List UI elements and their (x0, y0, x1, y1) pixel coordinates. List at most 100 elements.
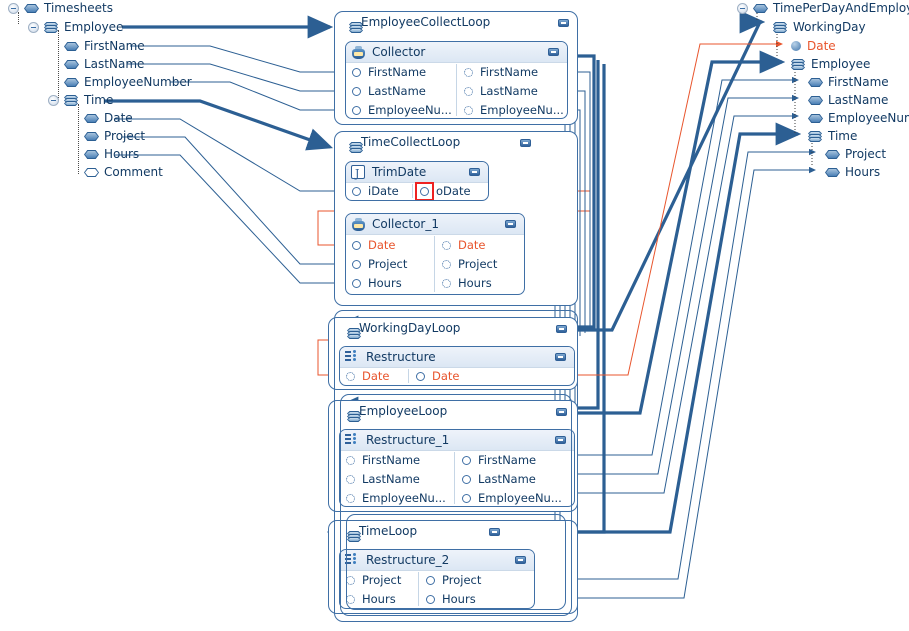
input-port-icon[interactable] (346, 456, 355, 465)
node-trim-date[interactable]: TrimDate iDate oDate (345, 161, 489, 201)
node-header[interactable]: Restructure_1 (340, 430, 574, 451)
collector-icon (351, 45, 366, 60)
collapse-button[interactable] (469, 168, 480, 176)
output-port-icon[interactable] (420, 187, 429, 196)
repeating-element-icon (44, 22, 60, 33)
loop-employee-collect-loop[interactable]: EmployeeCollectLoop Collector FirstName … (334, 11, 578, 125)
port-label: EmployeeNu... (478, 491, 562, 505)
input-port-icon[interactable] (352, 187, 361, 196)
input-ports: FirstName LastName EmployeeNu... (344, 450, 454, 506)
node-collector-1[interactable]: Collector_1 Date Project Hours Date Proj… (345, 213, 525, 295)
node-label: FirstName (828, 75, 889, 89)
port-label: Project (368, 257, 408, 271)
node-restructure[interactable]: Restructure Date Date (339, 346, 575, 386)
output-ports: Project Hours (424, 570, 532, 608)
output-port-icon[interactable] (464, 106, 473, 115)
input-port-icon[interactable] (352, 241, 361, 250)
loop-header[interactable]: EmployeeCollectLoop (335, 12, 579, 33)
input-ports: FirstName LastName EmployeeNu... (350, 62, 456, 118)
loop-nesting-frame-innermost (346, 514, 566, 610)
node-label: EmployeeNumber (84, 75, 192, 89)
input-port-icon[interactable] (346, 494, 355, 503)
loop-header[interactable]: TimeCollectLoop (335, 132, 579, 153)
loop-time-collect-loop[interactable]: TimeCollectLoop TrimDate iDate oDate (334, 131, 578, 306)
output-port-icon[interactable] (442, 241, 451, 250)
node-header[interactable]: Restructure_2 (340, 550, 534, 571)
collapse-button[interactable] (489, 528, 500, 536)
input-port-icon[interactable] (346, 372, 355, 381)
restructure-icon (345, 350, 359, 364)
loop-header[interactable]: EmployeeLoop (329, 401, 579, 422)
node-header[interactable]: Collector_1 (346, 214, 524, 235)
node-header[interactable]: Restructure (340, 347, 574, 368)
node-body: Date Project Hours Date Project Hours (346, 234, 524, 294)
repeating-element-icon (341, 406, 361, 422)
port-label: Project (458, 257, 498, 271)
expander-icon[interactable] (28, 22, 39, 33)
input-port-icon[interactable] (352, 87, 361, 96)
expander-icon[interactable] (8, 3, 19, 14)
collapse-button[interactable] (515, 556, 526, 564)
loop-nesting-frame-inner (340, 394, 572, 616)
collapse-button[interactable] (548, 48, 559, 56)
collapse-button[interactable] (558, 19, 569, 27)
collapse-button[interactable] (556, 408, 567, 416)
node-collector[interactable]: Collector FirstName LastName EmployeeNu.… (345, 41, 568, 119)
expander-icon[interactable] (48, 95, 59, 106)
output-port-icon[interactable] (464, 87, 473, 96)
hexagon-icon (64, 59, 80, 70)
node-label: Timesheets (44, 1, 113, 15)
output-port-icon[interactable] (426, 595, 435, 604)
loop-working-day-loop[interactable]: WorkingDayLoop Restructure Date Date (328, 317, 578, 390)
node-header[interactable]: Collector (346, 42, 567, 63)
output-port-icon[interactable] (462, 475, 471, 484)
collapse-button[interactable] (555, 436, 566, 444)
repeating-element-icon (343, 137, 363, 153)
hexagon-icon (24, 3, 40, 14)
loop-header[interactable]: WorkingDayLoop (329, 318, 579, 339)
output-port-icon[interactable] (426, 576, 435, 585)
node-title: Collector_1 (372, 217, 439, 231)
node-label: Project (845, 147, 887, 161)
collapse-button[interactable] (556, 325, 567, 333)
output-port-icon[interactable] (416, 372, 425, 381)
collapse-button[interactable] (520, 139, 531, 147)
node-header[interactable]: TrimDate (346, 162, 488, 184)
loop-header[interactable]: TimeLoop (329, 521, 579, 542)
port-label: FirstName (480, 65, 539, 79)
expander-icon[interactable] (737, 3, 748, 14)
output-port-icon[interactable] (462, 494, 471, 503)
node-label: Project (104, 129, 146, 143)
output-port-icon[interactable] (462, 456, 471, 465)
loop-employee-loop[interactable]: EmployeeLoop Restructure_1 FirstName Las… (328, 400, 578, 512)
output-port-icon[interactable] (464, 68, 473, 77)
collapse-button[interactable] (505, 220, 516, 228)
collapse-button[interactable] (555, 353, 566, 361)
node-title: TrimDate (372, 165, 427, 179)
port-label: Hours (442, 592, 476, 606)
input-port-icon[interactable] (352, 279, 361, 288)
port-label: Hours (362, 592, 396, 606)
hexagon-icon (84, 113, 100, 124)
repeating-element-icon (341, 526, 361, 542)
input-ports: Date (344, 367, 408, 385)
port-label: EmployeeNu... (480, 103, 564, 117)
port-divider (456, 64, 457, 116)
input-port-icon[interactable] (346, 475, 355, 484)
node-restructure-2[interactable]: Restructure_2 Project Hours Project Hour… (339, 549, 535, 609)
input-port-icon[interactable] (352, 260, 361, 269)
function-icon (351, 164, 365, 184)
port-label: LastName (362, 472, 420, 486)
output-port-icon[interactable] (442, 279, 451, 288)
input-ports: Date Project Hours (350, 234, 434, 294)
loop-time-loop[interactable]: TimeLoop Restructure_2 Project Hours Pro… (328, 520, 578, 614)
hexagon-icon (825, 149, 841, 160)
output-port-icon[interactable] (442, 260, 451, 269)
node-restructure-1[interactable]: Restructure_1 FirstName LastName Employe… (339, 429, 575, 507)
input-port-icon[interactable] (352, 68, 361, 77)
input-port-icon[interactable] (352, 106, 361, 115)
loop-title: EmployeeLoop (359, 404, 448, 418)
port-label: Date (458, 238, 486, 252)
node-label: WorkingDay (793, 20, 866, 34)
